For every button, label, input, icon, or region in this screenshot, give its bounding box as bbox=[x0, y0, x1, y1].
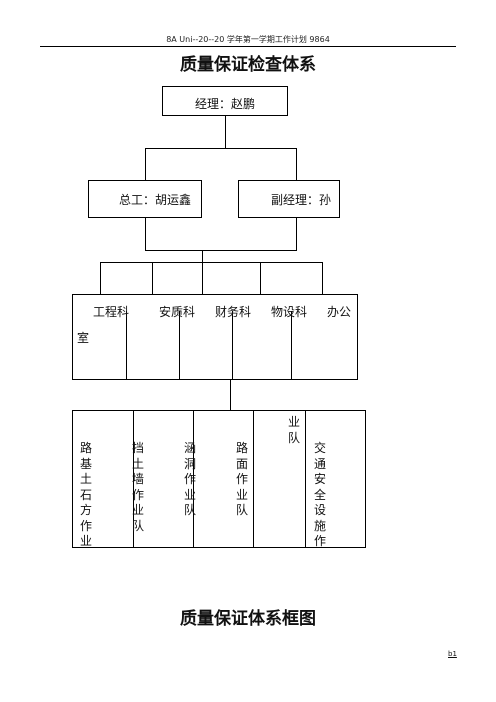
department-divider bbox=[232, 311, 233, 379]
team-retaining-wall: 挡土墙作业队 bbox=[131, 441, 144, 533]
team-pavement: 路面作业队 bbox=[235, 441, 248, 517]
department-divider bbox=[291, 311, 292, 379]
document-title: 质量保证检查体系 bbox=[180, 55, 316, 75]
team-divider bbox=[193, 411, 194, 547]
document-header: 8A Uni--20--20 学年第一学期工作计划 9864 bbox=[166, 35, 330, 44]
department-office-wrap: 室 bbox=[77, 331, 90, 345]
team-divider bbox=[305, 411, 306, 547]
connector bbox=[145, 148, 297, 149]
connector bbox=[152, 262, 153, 294]
connector bbox=[225, 116, 226, 148]
team-traffic-safety: 交通安全设施作 bbox=[313, 441, 326, 548]
team-divider bbox=[133, 411, 134, 547]
department-engineering: 工程科 bbox=[93, 305, 130, 319]
connector bbox=[202, 262, 203, 294]
department-divider bbox=[179, 311, 180, 379]
deputy-manager-box: 副经理：孙 bbox=[238, 180, 340, 218]
connector bbox=[296, 148, 297, 180]
manager-label: 经理：赵鹏 bbox=[195, 97, 256, 111]
diagram-caption: 质量保证体系框图 bbox=[180, 609, 316, 629]
page-mark: b1 bbox=[448, 650, 457, 658]
chief-engineer-box: 总工：胡运鑫 bbox=[88, 180, 202, 218]
connector bbox=[260, 262, 261, 294]
department-finance: 财务科 bbox=[215, 305, 252, 319]
connector bbox=[230, 380, 231, 410]
connector bbox=[145, 250, 297, 251]
team-roadbed: 路基土石方作业 bbox=[79, 441, 92, 548]
manager-box: 经理：赵鹏 bbox=[162, 86, 288, 116]
team-divider bbox=[253, 411, 254, 547]
department-safety-quality: 安质科 bbox=[159, 305, 196, 319]
connector bbox=[145, 218, 146, 250]
department-office: 办公 bbox=[327, 305, 352, 319]
header-rule bbox=[40, 46, 456, 47]
chief-engineer-label: 总工：胡运鑫 bbox=[119, 193, 192, 207]
team-wrap-fragment: 业队 bbox=[287, 415, 300, 445]
connector bbox=[202, 250, 203, 262]
connector bbox=[100, 262, 101, 294]
connector bbox=[145, 148, 146, 180]
team-culvert: 涵洞作业队 bbox=[183, 441, 196, 517]
deputy-manager-label: 副经理：孙 bbox=[271, 193, 332, 207]
connector bbox=[100, 262, 322, 263]
department-divider bbox=[126, 311, 127, 379]
teams-box: 路基土石方作业 挡土墙作业队 涵洞作业队 路面作业队 业队 交通安全设施作 bbox=[72, 410, 366, 548]
department-materials: 物设科 bbox=[271, 305, 308, 319]
connector bbox=[296, 218, 297, 250]
departments-box: 工程科 安质科 财务科 物设科 办公 室 bbox=[72, 294, 358, 380]
connector bbox=[322, 262, 323, 294]
